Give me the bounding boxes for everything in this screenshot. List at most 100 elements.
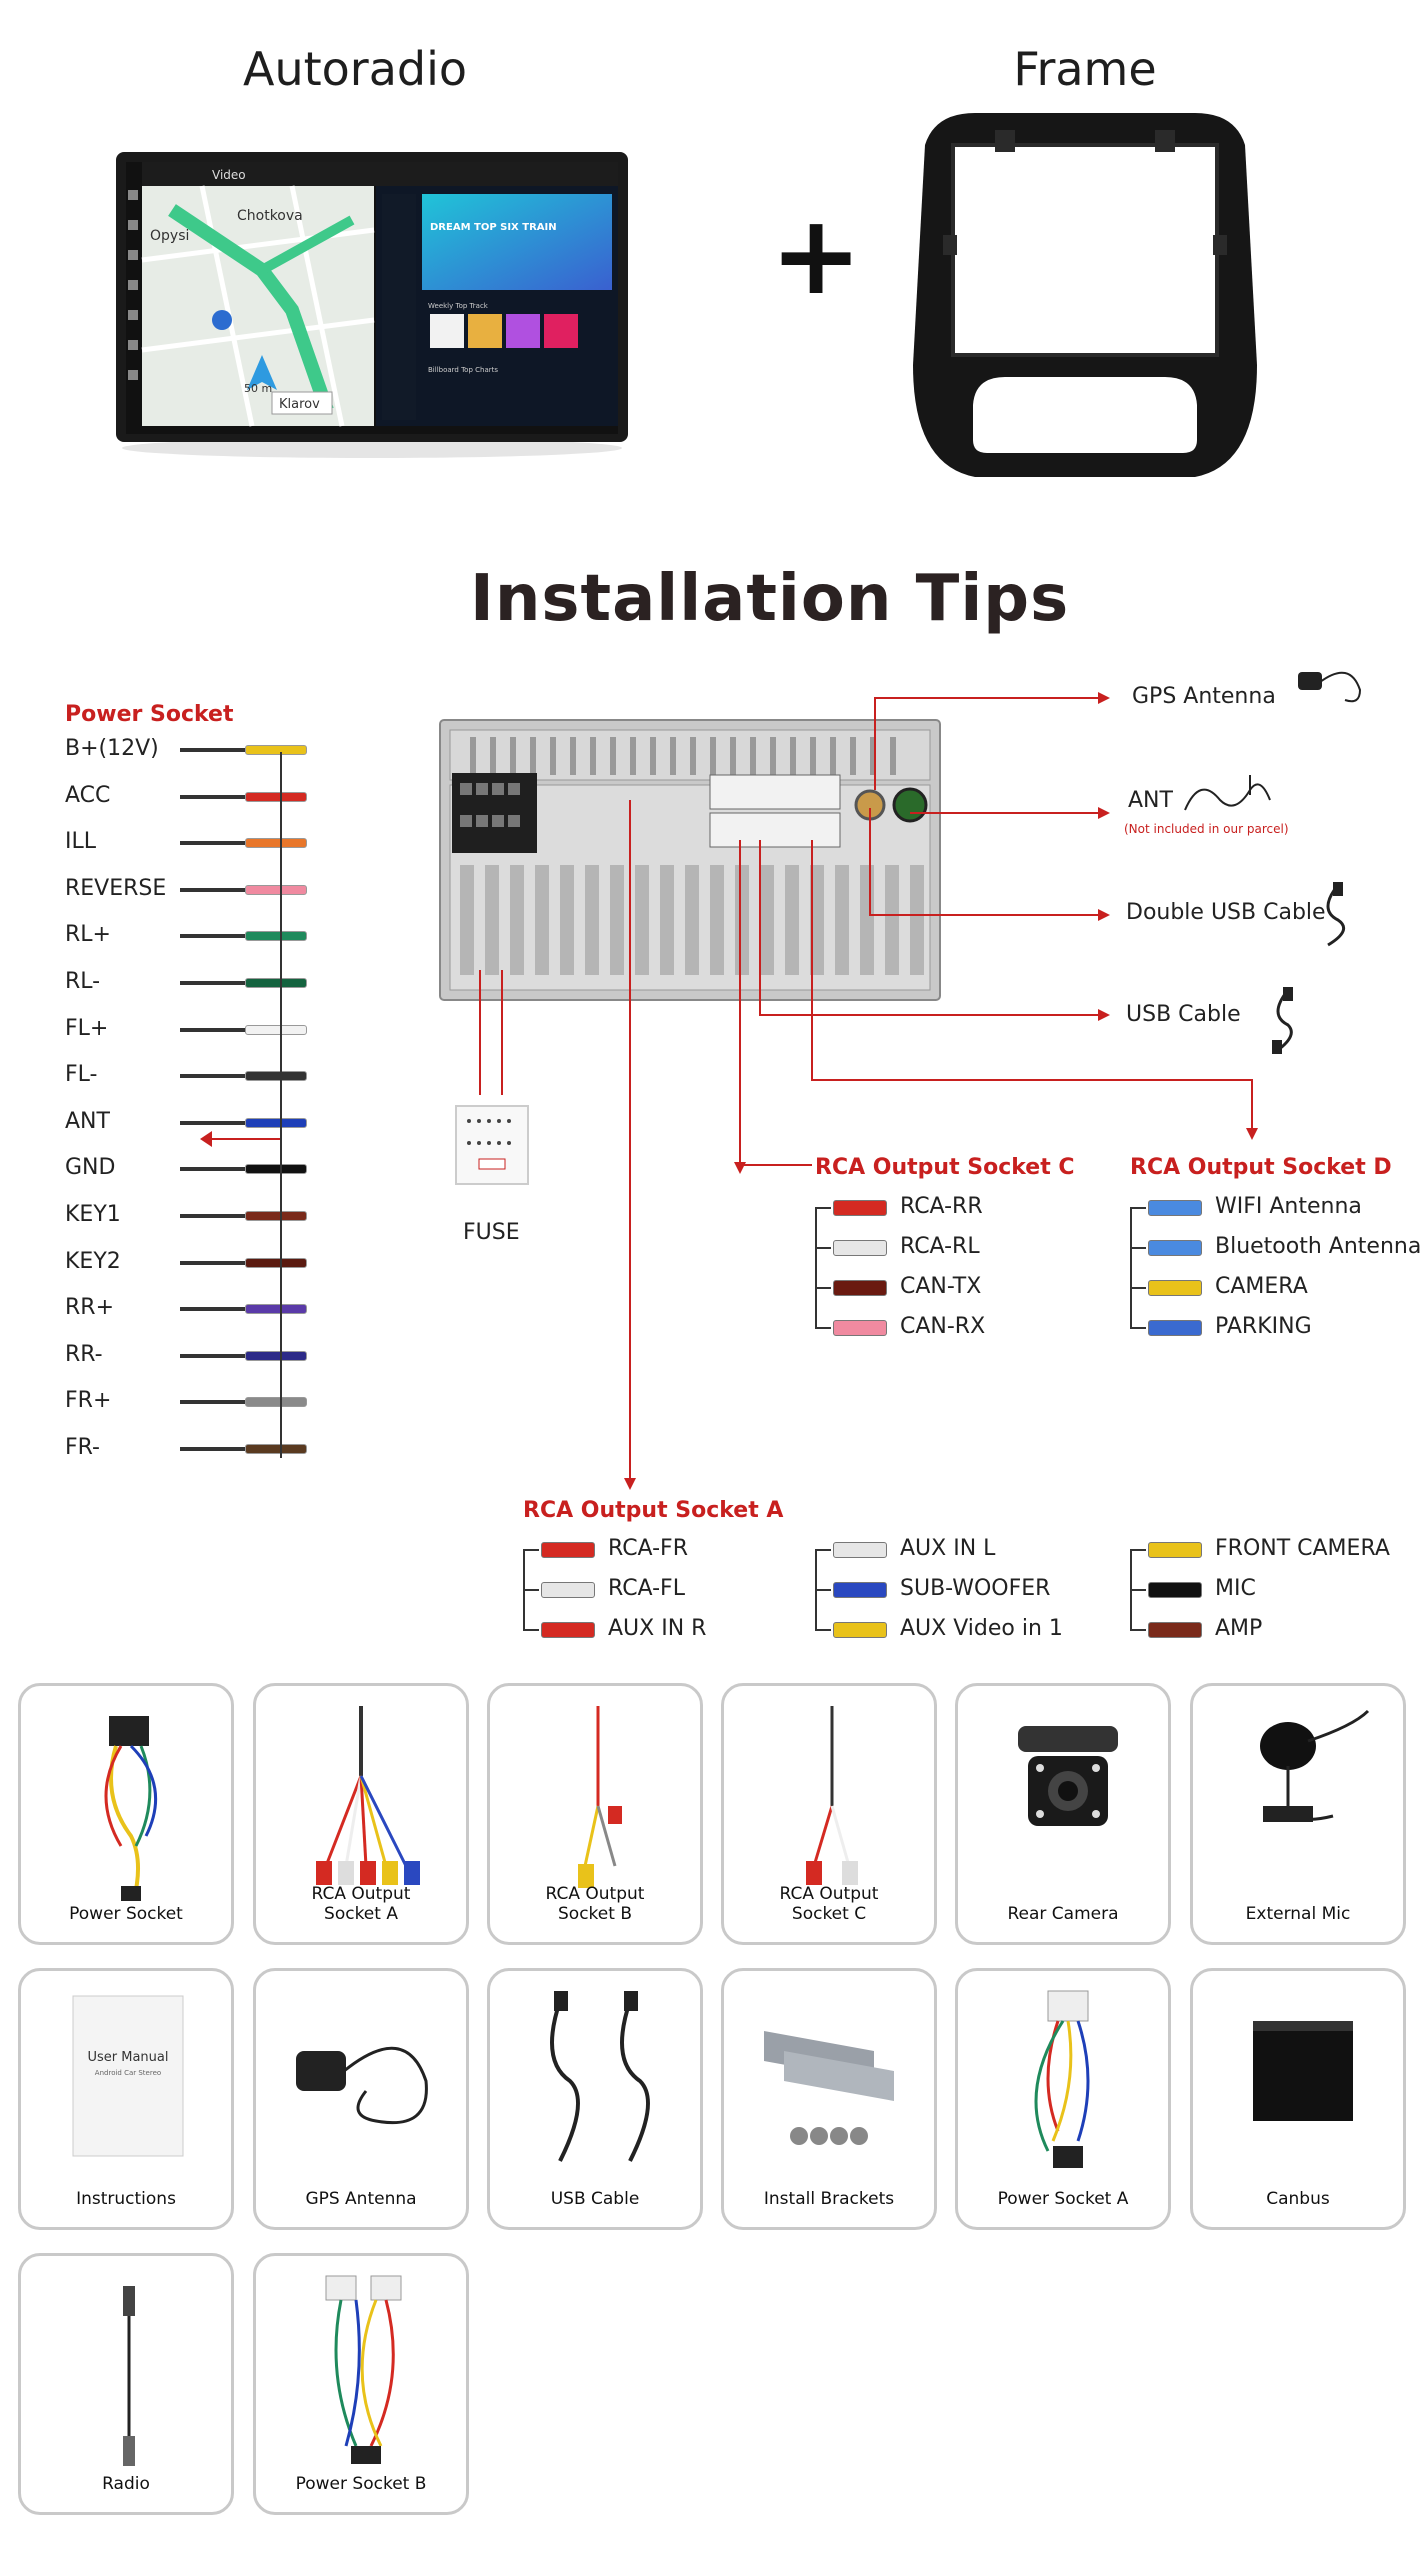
svg-text:Weekly Top Track: Weekly Top Track [428,302,489,310]
power-wire-color [245,1024,307,1035]
rca-item-label: PARKING [1215,1314,1312,1339]
power-wire-label: FR+ [65,1388,112,1414]
part-card: Radio [18,2253,234,2515]
part-caption: USB Cable [550,2189,640,2209]
power-wire-row: ACC [65,782,307,813]
power-wire-swatch [180,1307,280,1312]
power-wire-label: FL- [65,1062,98,1088]
part-caption: Power Socket B [295,2474,427,2494]
power-wire-label: FR- [65,1435,100,1460]
power-wire-row: KEY1 [65,1202,307,1232]
power-wire-color [245,1350,307,1361]
power-wire-label: B+(12V) [65,736,159,761]
rca-item-label: AUX Video in 1 [900,1616,1063,1641]
power-wire-swatch [180,841,280,846]
power-wire-label: RR- [65,1341,103,1367]
power-wire-swatch [180,981,280,985]
part-caption: Install Brackets [763,2189,895,2209]
power-wire-row: REVERSE [65,875,307,906]
part-caption: External Mic [1245,1904,1351,1924]
rca-item-label: Bluetooth Antenna [1215,1234,1422,1259]
power-wire-label: ACC [65,782,111,808]
part-card: Install Brackets [721,1968,937,2230]
power-wire-row: GND [65,1155,307,1185]
socket-a-title: RCA Output Socket A [523,1498,784,1523]
power-wire-label: FL+ [65,1015,109,1041]
power-wire-label: ANT [65,1108,110,1134]
rca-plug-icon [1148,1622,1202,1638]
rca-plug-icon [833,1582,887,1598]
part-caption: Power Socket [69,1904,183,1924]
list-connector [1130,1247,1146,1249]
list-connector [523,1589,539,1591]
power-wire-label: RL+ [65,922,111,948]
power-wire-swatch [180,1074,280,1079]
list-bracket [815,1208,817,1328]
connection-lines [479,692,1258,1490]
list-connector [815,1589,831,1591]
power-wire-color [245,884,307,895]
rca-item-label: MIC [1215,1576,1256,1601]
power-bracket [280,752,282,1458]
rca-plug-icon [833,1200,887,1216]
part-caption: Canbus [1266,2189,1330,2209]
rca-plug-icon [833,1320,887,1336]
power-wire-row: KEY2 [65,1249,307,1279]
power-wire-color [245,1211,307,1221]
usb-cable-label: USB Cable [1126,1002,1241,1027]
svg-text:DREAM TOP SIX TRAIN: DREAM TOP SIX TRAIN [430,222,557,233]
list-connector [523,1549,539,1551]
fuse-block [455,1105,529,1185]
rca-plug-icon [1148,1582,1202,1598]
power-wire-swatch [180,1167,280,1172]
power-wire-row: RR+ [65,1295,307,1325]
part-card: Power Socket [18,1683,234,1945]
fuse-label: FUSE [463,1220,520,1245]
svg-text:Chotkova: Chotkova [237,208,303,224]
power-socket-title: Power Socket [65,702,234,727]
power-wire-row: FL+ [65,1015,307,1046]
power-wire-row: RL- [65,969,307,999]
power-wire-row: RL+ [65,922,307,952]
list-connector [815,1287,831,1289]
power-wire-row: ILL [65,829,307,859]
socket-c-title: RCA Output Socket C [815,1155,1075,1180]
list-connector [523,1629,539,1631]
rca-plug-icon [541,1622,595,1638]
power-wire-label: ILL [65,829,97,855]
part-card: External Mic [1190,1683,1406,1945]
power-wire-row: FR+ [65,1388,307,1418]
rca-item-label: FRONT CAMERA [1215,1536,1390,1561]
power-wire-swatch [180,1447,280,1451]
power-wire-swatch [180,794,280,799]
usb-cable-icon [1258,985,1308,1055]
frame-label: Frame [1013,42,1157,96]
double-usb-label: Double USB Cable [1126,900,1326,925]
power-wire-label: REVERSE [65,875,167,901]
list-connector [815,1327,831,1329]
power-wire-color [245,1444,307,1454]
power-wire-swatch [180,1400,280,1405]
rca-item-label: CAN-RX [900,1314,986,1339]
svg-text:Billboard Top Charts: Billboard Top Charts [428,366,498,374]
ant-label: ANT [1128,788,1173,813]
double-usb-icon [1308,880,1358,950]
part-card: USB Cable [487,1968,703,2230]
gps-antenna-icon [1290,660,1370,710]
head-unit-back [430,715,950,1005]
power-wire-color [245,978,307,988]
power-wire-color [245,745,307,755]
frame-image [895,105,1275,485]
rca-item-label: CAN-TX [900,1274,982,1299]
svg-text:User Manual: User Manual [87,2050,168,2065]
arrow-left-icon [200,1131,212,1147]
svg-text:50 m: 50 m [244,382,272,395]
part-card: Power Socket A [955,1968,1171,2230]
part-caption: Power Socket A [997,2189,1129,2209]
